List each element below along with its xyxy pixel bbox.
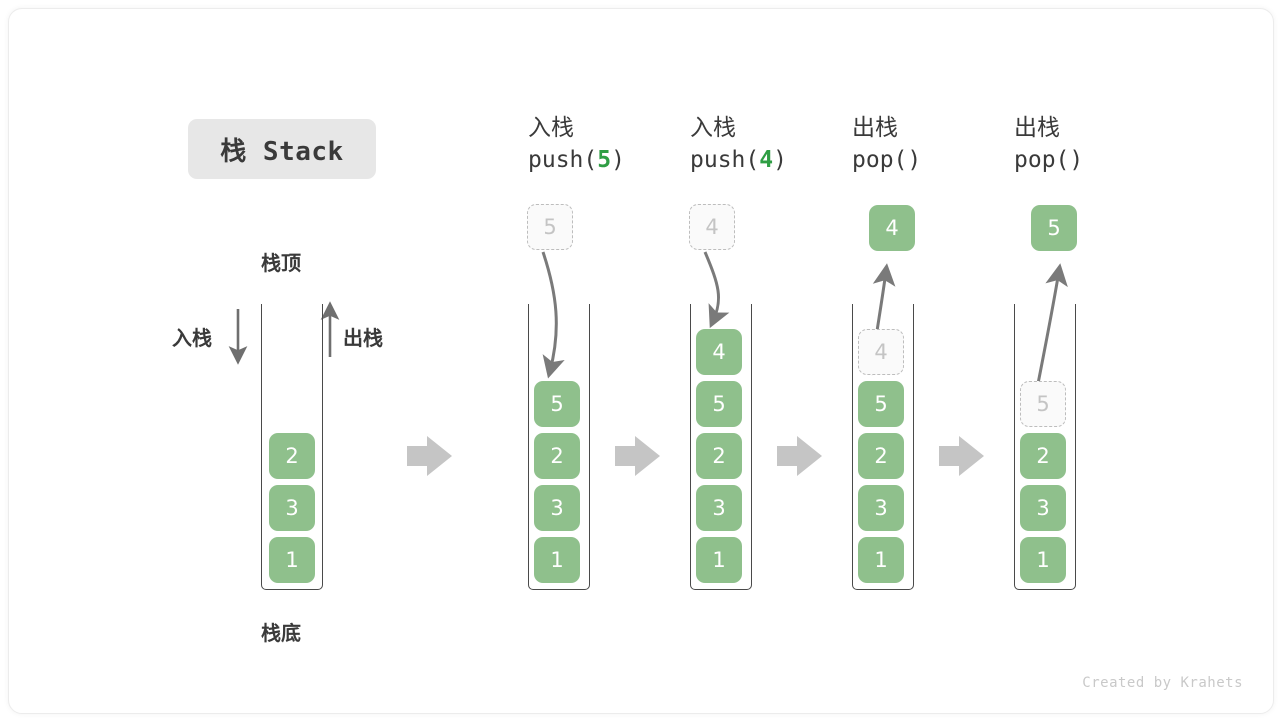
code-post: )	[611, 147, 625, 173]
header-line-cn: 入栈	[690, 115, 736, 141]
stack-cell: 2	[1020, 433, 1066, 479]
stack-cell: 2	[534, 433, 580, 479]
stack-cell: 3	[858, 485, 904, 531]
stack-cell: 3	[269, 485, 315, 531]
code-post: )	[907, 147, 922, 173]
stack-container-pop-1	[852, 304, 914, 590]
header-line-cn: 入栈	[528, 115, 574, 141]
stack-cell: 3	[1020, 485, 1066, 531]
column-header-pop-1: 出栈 pop()	[852, 113, 1032, 177]
stack-cell: 2	[858, 433, 904, 479]
code-pre: push(	[528, 147, 598, 173]
code-arg: 4	[759, 147, 774, 173]
credit-text: Created by Krahets	[1082, 675, 1243, 691]
code-pre: pop(	[1014, 147, 1070, 173]
stack-cell: 5	[858, 381, 904, 427]
stack-cell: 4	[696, 329, 742, 375]
step-arrow-right-icon-1	[407, 436, 452, 476]
stack-cell: 2	[269, 433, 315, 479]
step-arrow-right-icon-2	[615, 436, 660, 476]
pop-side-label: 出栈	[343, 326, 383, 350]
page-title: 栈 Stack	[188, 119, 376, 179]
diagram-stage: 栈 Stack 入栈 push(5) 入栈 push(4) 出栈 pop() 出…	[9, 9, 1273, 713]
header-line-code: pop()	[1014, 143, 1194, 177]
stack-top-label: 栈顶	[261, 251, 301, 275]
stack-container-initial	[261, 304, 323, 590]
header-line-code: push(4)	[690, 143, 870, 177]
code-arg: 5	[597, 147, 612, 173]
stack-cell: 1	[534, 537, 580, 583]
floating-ghost-cell: 4	[689, 204, 735, 250]
stack-ghost-cell: 5	[1020, 381, 1066, 427]
stack-container-push-5	[528, 304, 590, 590]
header-line-cn: 出栈	[1014, 115, 1060, 141]
step-arrow-right-icon-3	[777, 436, 822, 476]
stack-cell: 5	[696, 381, 742, 427]
code-pre: pop(	[852, 147, 908, 173]
header-line-code: pop()	[852, 143, 1032, 177]
column-header-push-5: 入栈 push(5)	[528, 113, 708, 177]
diagram-canvas: 栈 Stack 入栈 push(5) 入栈 push(4) 出栈 pop() 出…	[8, 8, 1274, 714]
stack-cell: 3	[696, 485, 742, 531]
step-arrow-right-icon-4	[939, 436, 984, 476]
popped-cell: 4	[869, 205, 915, 251]
stack-container-pop-2	[1014, 304, 1076, 590]
column-header-push-4: 入栈 push(4)	[690, 113, 870, 177]
push-side-label: 入栈	[172, 326, 212, 350]
stack-ghost-cell: 4	[858, 329, 904, 375]
stack-container-push-4	[690, 304, 752, 590]
stack-cell: 1	[269, 537, 315, 583]
floating-ghost-cell: 5	[527, 204, 573, 250]
stack-bottom-label: 栈底	[261, 621, 301, 645]
stack-cell: 2	[696, 433, 742, 479]
stack-cell: 1	[1020, 537, 1066, 583]
code-post: )	[1069, 147, 1084, 173]
code-pre: push(	[690, 147, 760, 173]
popped-cell: 5	[1031, 205, 1077, 251]
stack-cell: 1	[696, 537, 742, 583]
stack-cell: 3	[534, 485, 580, 531]
stack-cell: 1	[858, 537, 904, 583]
stack-cell: 5	[534, 381, 580, 427]
column-header-pop-2: 出栈 pop()	[1014, 113, 1194, 177]
code-post: )	[773, 147, 787, 173]
header-line-cn: 出栈	[852, 115, 898, 141]
header-line-code: push(5)	[528, 143, 708, 177]
